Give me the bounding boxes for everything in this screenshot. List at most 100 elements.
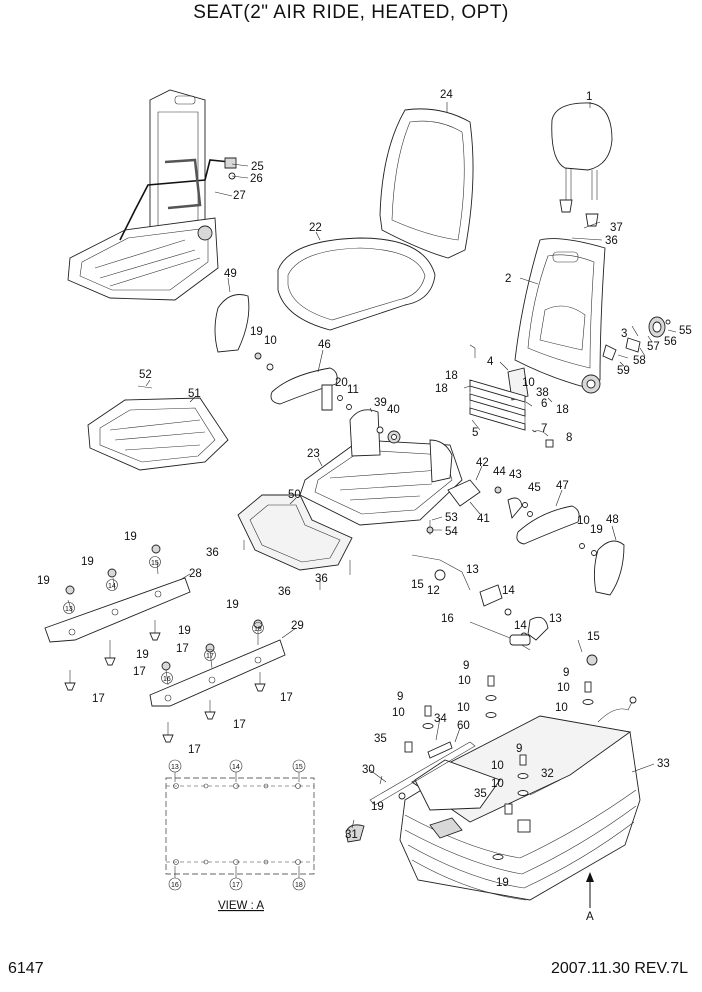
mounting-plate-left (44, 544, 191, 691)
callout-10h: 10 (392, 707, 405, 719)
callout-23: 23 (307, 448, 320, 460)
callout-18a: 18 (445, 370, 458, 382)
callout-20: 20 (335, 377, 348, 389)
callout-17d: 17 (280, 692, 293, 704)
view-callout-17: 17 (232, 882, 240, 889)
callout-37: 37 (610, 222, 623, 234)
callout-60: 60 (457, 720, 470, 732)
callout-53: 53 (445, 512, 458, 524)
fore-aft-slide-rail (345, 741, 476, 843)
callout-48: 48 (606, 514, 619, 526)
callout-33: 33 (657, 758, 670, 770)
circle-callout-14: 14 (108, 583, 116, 590)
callout-35b: 35 (474, 788, 487, 800)
view-direction-arrow (586, 872, 594, 908)
callout-19b: 19 (590, 524, 603, 536)
callout-59: 59 (617, 365, 630, 377)
callout-41: 41 (477, 513, 490, 525)
circle-callout-15: 15 (151, 560, 159, 567)
callout-18c: 18 (556, 404, 569, 416)
page-title: SEAT(2" AIR RIDE, HEATED, OPT) (193, 2, 509, 23)
callout-57: 57 (647, 341, 660, 353)
callout-4: 4 (487, 356, 494, 368)
callout-15b: 15 (587, 631, 600, 643)
callout-22: 22 (309, 222, 322, 234)
callout-26: 26 (250, 173, 263, 185)
callout-27: 27 (233, 190, 246, 202)
callout-36d: 36 (278, 586, 291, 598)
callout-35a: 35 (374, 733, 387, 745)
circle-callout-18: 18 (254, 626, 262, 633)
view-a-label: VIEW : A (218, 900, 264, 912)
seat-cushion (277, 237, 436, 331)
callout-42: 42 (476, 457, 489, 469)
callout-47: 47 (556, 480, 569, 492)
left-armrest (214, 294, 352, 411)
callout-51: 51 (188, 388, 201, 400)
callout-11: 11 (347, 384, 359, 396)
callout-10f: 10 (457, 702, 470, 714)
view-callout-15: 15 (295, 764, 303, 771)
callout-17c: 17 (92, 693, 105, 705)
callout-34: 34 (434, 713, 447, 725)
callout-52: 52 (139, 369, 152, 381)
callout-45: 45 (528, 482, 541, 494)
callout-19j: 19 (496, 877, 509, 889)
callout-30: 30 (362, 764, 375, 776)
callout-12: 12 (427, 585, 440, 597)
callout-19a: 19 (250, 326, 263, 338)
callout-49: 49 (224, 268, 237, 280)
callout-17b: 17 (133, 666, 146, 678)
callout-14b: 14 (514, 620, 527, 632)
callout-16: 16 (441, 613, 454, 625)
callout-13b: 13 (549, 613, 562, 625)
callout-39: 39 (374, 397, 387, 409)
right-armrest (516, 505, 625, 596)
arrow-a-label: A (586, 911, 594, 923)
seat-frame-with-heater (67, 89, 237, 301)
callout-36a: 36 (605, 235, 618, 247)
callout-9b: 9 (563, 667, 569, 679)
view-callout-14: 14 (232, 764, 240, 771)
callout-19h: 19 (136, 649, 149, 661)
callout-19d: 19 (81, 556, 94, 568)
callout-58: 58 (633, 355, 646, 367)
callout-10d: 10 (458, 675, 471, 687)
callout-31: 31 (345, 829, 358, 841)
callout-36b: 36 (206, 547, 219, 559)
callout-15a: 15 (411, 579, 424, 591)
callout-5: 5 (472, 427, 478, 439)
callout-19c: 19 (124, 531, 137, 543)
callout-50: 50 (288, 489, 301, 501)
part-callouts: 1 2 3 4 5 6 7 8 9 9 9 9 10 10 10 10 10 1… (37, 89, 692, 889)
seat-pan-frame (299, 409, 463, 526)
callout-10c: 10 (577, 515, 590, 527)
circle-callout-13: 13 (65, 606, 73, 613)
circled-callouts: 15 14 13 18 17 16 13 14 15 16 17 18 (63, 556, 306, 891)
leader-lines (145, 102, 677, 829)
callout-19g: 19 (178, 625, 191, 637)
callout-28: 28 (189, 568, 202, 580)
callout-43: 43 (509, 469, 522, 481)
front-shroud (237, 494, 434, 590)
callout-10g: 10 (555, 702, 568, 714)
callout-8: 8 (566, 432, 572, 444)
callout-17f: 17 (188, 744, 201, 756)
page-number: 6147 (8, 960, 44, 977)
circle-callout-17: 17 (206, 653, 214, 660)
fastener-hardware (404, 675, 594, 860)
callout-10b: 10 (522, 377, 535, 389)
callout-10a: 10 (264, 335, 277, 347)
callout-25: 25 (251, 161, 264, 173)
callout-6: 6 (541, 398, 547, 410)
callout-56: 56 (664, 336, 677, 348)
callout-9d: 9 (516, 743, 522, 755)
revision-date: 2007.11.30 REV.7L (550, 960, 688, 977)
callout-32: 32 (541, 768, 554, 780)
callout-17a: 17 (176, 643, 189, 655)
circle-callout-16: 16 (163, 676, 171, 683)
callout-55: 55 (679, 325, 692, 337)
callout-24: 24 (440, 89, 453, 101)
callout-10j: 10 (491, 778, 504, 790)
